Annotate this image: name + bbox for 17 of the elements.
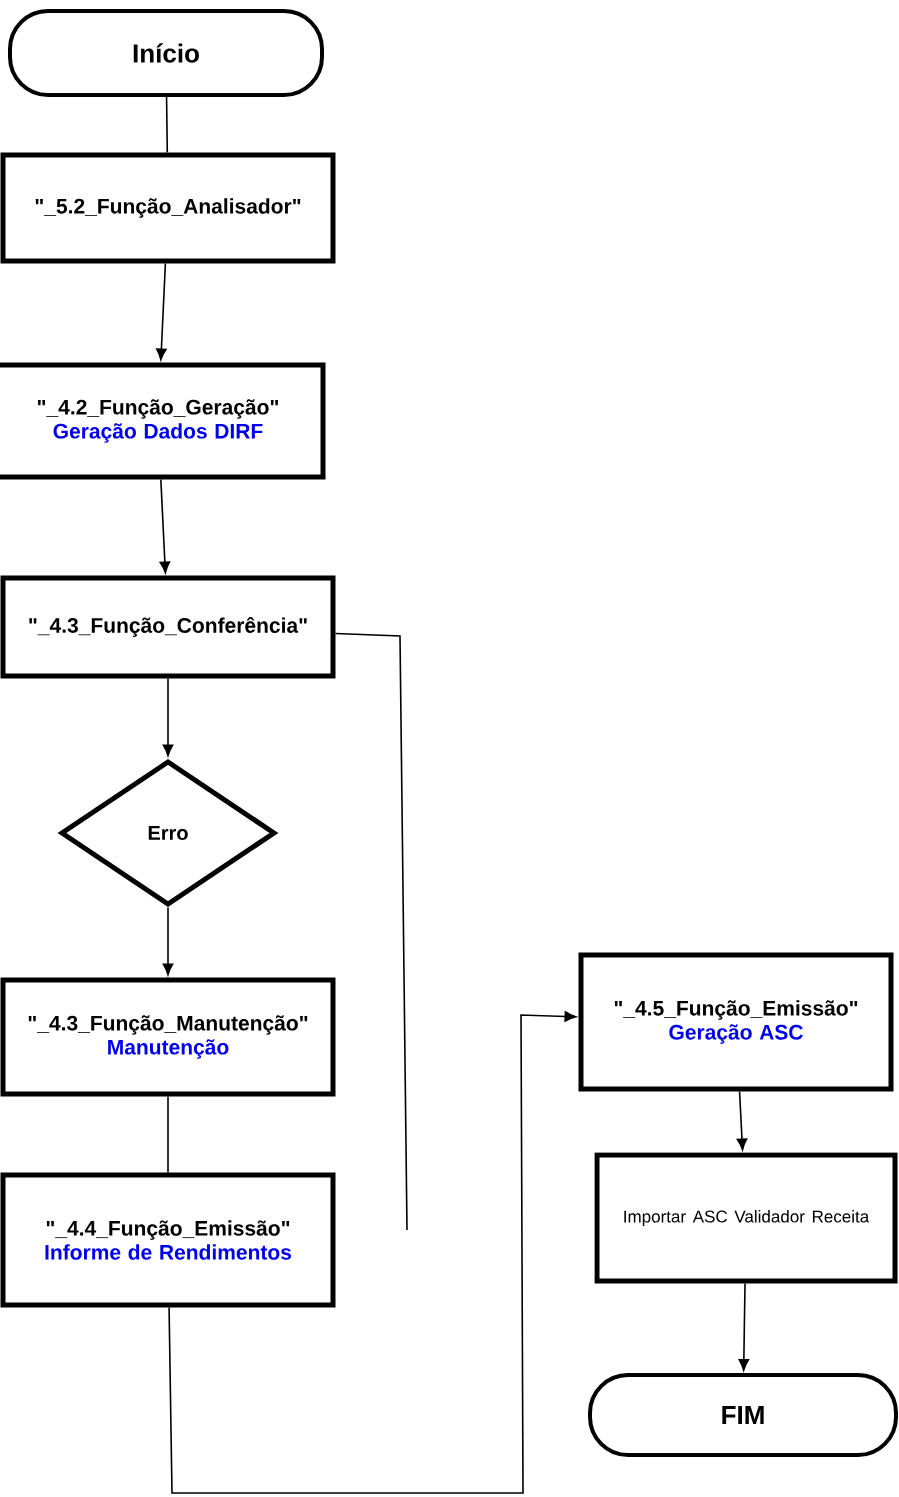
- process-box: "_4.3_Função_Conferência": [0, 575, 336, 679]
- process-box: Importar ASC Validador Receita: [594, 1152, 898, 1284]
- process-box: "_5.2_Função_Analisador": [0, 152, 336, 264]
- arrow: [168, 1011, 577, 1494]
- connector-line: [334, 632, 408, 1231]
- connector-line: [165, 96, 169, 154]
- arrow: [736, 1090, 748, 1151]
- arrow: [162, 906, 174, 976]
- process-box: "_4.2_Função_Geração" Geração Dados DIRF: [0, 362, 326, 480]
- process-box: "_4.4_Função_Emissão" Informe de Rendimentos: [0, 1172, 336, 1308]
- connector-line: [167, 1095, 169, 1174]
- arrow: [156, 262, 167, 361]
- arrow: [162, 677, 174, 757]
- arrow: [159, 478, 171, 574]
- process-box: "_4.3_Função_Manutenção" Manutenção: [0, 977, 336, 1097]
- arrow: [738, 1282, 750, 1371]
- process-box: "_4.5_Função_Emissão" Geração ASC: [578, 952, 894, 1092]
